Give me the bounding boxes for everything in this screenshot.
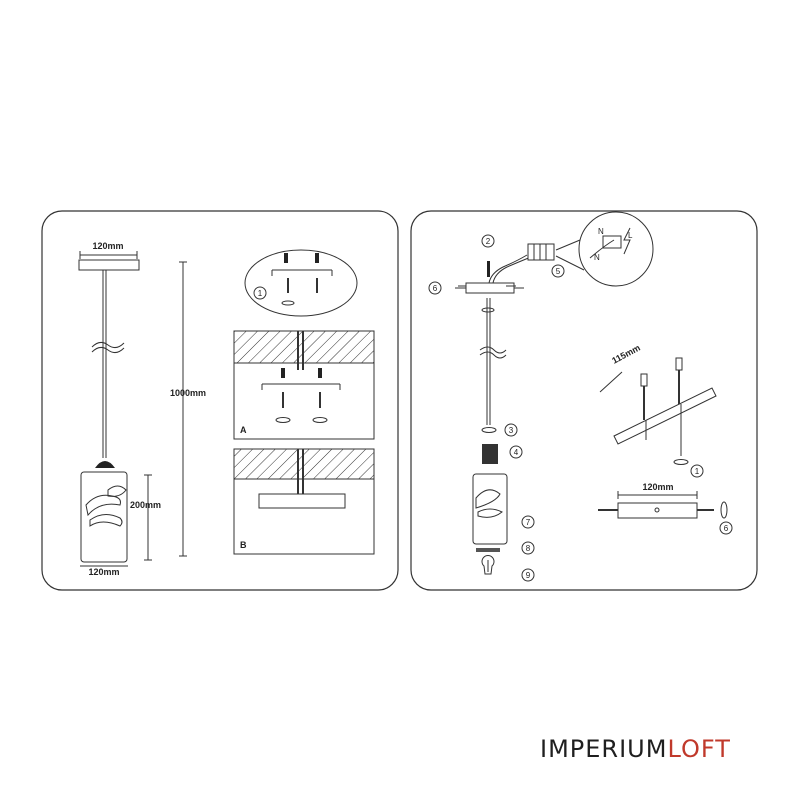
step-5-label: 5 [556,267,561,276]
variant-a-detail: A [233,330,375,440]
left-panel [41,210,399,591]
step-3-label: 3 [509,426,514,435]
canopy-width-right-label: 120mm [642,482,673,492]
mounting-bracket-detail: 115mm 1 [599,343,717,478]
step-1-label: 1 [258,289,263,298]
cable-length-label: 1000mm [170,388,206,398]
variant-a-label: A [240,425,247,435]
step-9-label: 9 [526,571,531,580]
step-4-label: 4 [514,448,519,457]
bracket-length-label: 115mm [610,343,642,366]
step-6-label: 6 [433,284,438,293]
step-6-right-label: 6 [724,524,729,533]
brand-part-2: LOFT [667,735,731,763]
step-2-label: 2 [486,237,491,246]
step-1-right-label: 1 [695,467,700,476]
step-7-label: 7 [526,518,531,527]
wiring-n-top: N [598,227,604,236]
right-panel [410,210,758,591]
shade-width-label: 120mm [88,567,119,577]
step-markers: 2 5 6 3 4 7 8 9 [428,234,565,582]
exploded-assembly [455,243,555,575]
brand-part-1: IMPERIUM [540,735,668,763]
wiring-callout: N L N [555,211,654,287]
step-8-label: 8 [526,544,531,553]
canopy-plate-detail: 120mm 6 [598,482,733,535]
wiring-l: L [628,231,633,240]
variant-b-label: B [240,540,247,550]
canopy-width-label: 120mm [92,241,123,251]
wiring-n-bottom: N [594,253,600,262]
variant-b-detail: B [233,448,375,555]
pendant-lamp-drawing: 120mm 120mm 200mm 1000mm [78,241,206,577]
mounting-detail-oval: 1 [244,249,358,317]
shade-height-label: 200mm [130,500,161,510]
brand-logo: IMPERIUMLOFT [540,735,731,763]
